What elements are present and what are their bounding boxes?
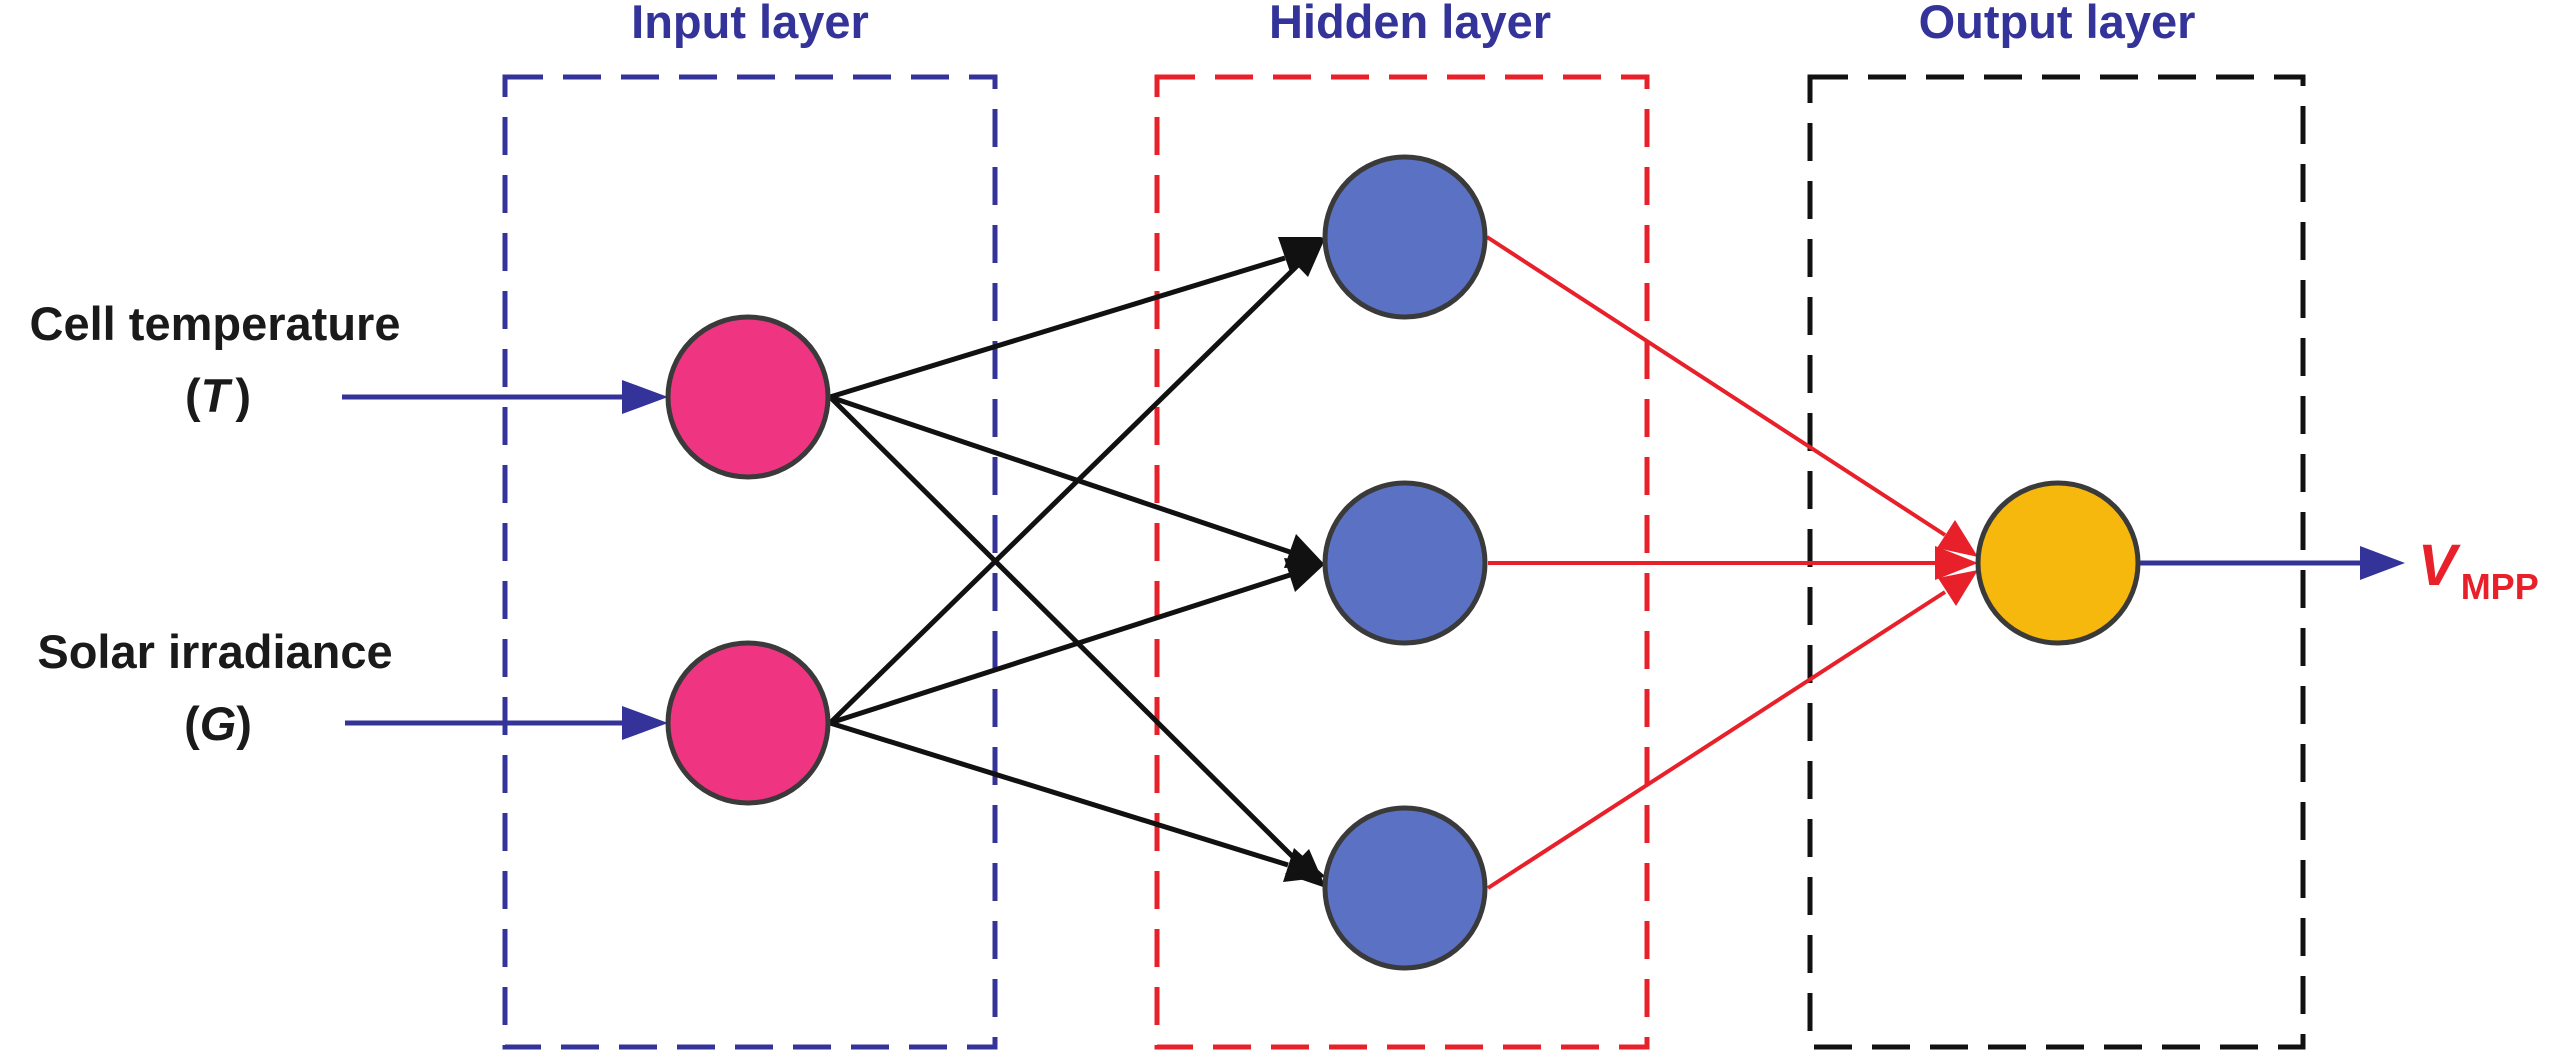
connection-i2-h2 xyxy=(829,572,1291,726)
arrowhead-i2-h3 xyxy=(1283,848,1326,882)
input-node-temperature xyxy=(665,314,831,480)
connection-i2-h3 xyxy=(829,720,1289,868)
input-nodes xyxy=(665,314,831,806)
connection-i2-h1 xyxy=(828,263,1300,725)
hidden-nodes xyxy=(1322,154,1488,971)
connection-h3-o1 xyxy=(1486,590,1947,890)
output-arrow xyxy=(2140,546,2405,580)
input-symbol-irradiance: (G) xyxy=(184,697,252,750)
output-node-vmpp xyxy=(1975,480,2141,646)
arrowhead-h3-o1 xyxy=(1938,570,1978,606)
input-arrow-temperature xyxy=(342,380,668,414)
hidden-node-2 xyxy=(1322,480,1488,646)
hidden-node-1 xyxy=(1322,154,1488,320)
hidden-output-connections xyxy=(1485,235,1978,890)
hidden-layer-box xyxy=(1154,74,1650,1050)
hidden-layer-title: Hidden layer xyxy=(1269,0,1551,48)
arrowhead-i2-h2 xyxy=(1284,558,1326,592)
input-label-temperature: Cell temperature xyxy=(30,297,401,350)
arrowhead-h1-o1 xyxy=(1937,520,1978,557)
arrowhead-i2-h1 xyxy=(1285,236,1326,277)
input-layer-title: Input layer xyxy=(631,0,869,48)
input-layer-box xyxy=(502,74,998,1050)
input-arrow-irradiance xyxy=(345,706,668,740)
hidden-node-3 xyxy=(1322,805,1488,971)
output-nodes xyxy=(1975,480,2141,646)
input-symbol-temperature: (T) xyxy=(185,369,251,422)
connection-i1-h2 xyxy=(829,394,1291,555)
input-node-irradiance xyxy=(665,640,831,806)
connection-i1-h1 xyxy=(829,255,1286,400)
connection-h1-o1 xyxy=(1485,235,1947,537)
output-layer-title: Output layer xyxy=(1919,0,2196,48)
input-label-irradiance: Solar irradiance xyxy=(37,625,392,678)
connection-i1-h3 xyxy=(828,395,1298,862)
input-hidden-connections xyxy=(828,236,1326,888)
arrowhead-h2-o1 xyxy=(1935,546,1978,580)
